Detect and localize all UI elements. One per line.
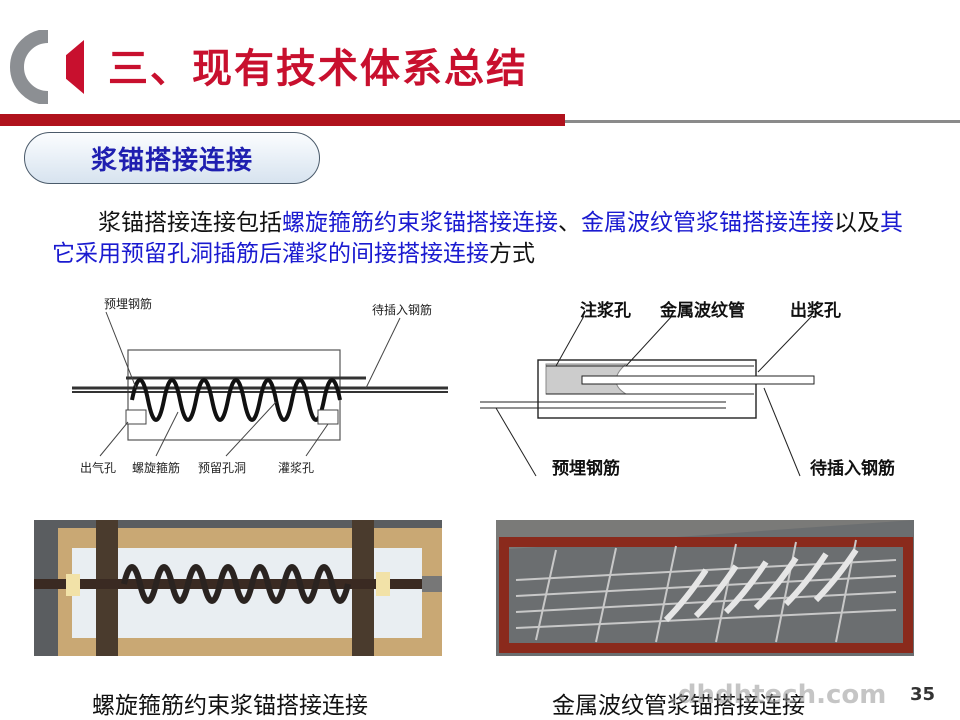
label-embedded-rebar: 预埋钢筋: [104, 296, 152, 311]
label-grout: 灌浆孔: [278, 460, 314, 475]
label-duct: 金属波纹管: [659, 300, 745, 321]
title-rule-red: [0, 114, 565, 126]
para-highlight-other: 其它采用预留孔洞插筋后灌浆的间接搭接连接: [52, 210, 903, 267]
leader-hole: [225, 401, 277, 457]
leader-insert: [365, 317, 401, 389]
label-embedded: 预埋钢筋: [552, 458, 620, 479]
label-insert-rebar: 待插入钢筋: [372, 302, 432, 317]
corrugated-duct-photo: [496, 520, 914, 656]
leader-spiral: [155, 411, 179, 457]
para-highlight-duct: 金属波纹管浆锚搭接连接: [581, 210, 834, 236]
label-hole: 预留孔洞: [198, 461, 246, 475]
para-text-2: 、: [558, 210, 581, 236]
spiral-stirrup: [130, 378, 342, 422]
label-outlet: 出浆孔: [790, 300, 841, 321]
spiral-stirrup-diagram: 预埋钢筋 待插入钢筋 出气孔 螺旋箍筋 预留孔洞 灌浆孔: [72, 296, 448, 475]
watermark: .dhdhtech.com: [668, 680, 887, 710]
label-spiral: 螺旋箍筋: [132, 460, 180, 475]
leader-inlet: [555, 315, 585, 367]
grout-hole: [317, 409, 339, 425]
caption-right: 金属波纹管浆锚搭接连接: [552, 693, 805, 719]
leader-grout: [305, 423, 329, 457]
leader-embedded: [105, 311, 137, 389]
para-text-1: 浆锚搭接连接包括: [98, 210, 282, 236]
label-inlet: 注浆孔: [580, 300, 631, 321]
leader-duct: [625, 315, 673, 367]
page-number: 35: [910, 684, 936, 705]
para-text-3: 以及: [834, 210, 880, 236]
para-highlight-spiral: 螺旋箍筋约束浆锚搭接连接: [282, 210, 558, 236]
caption-left: 螺旋箍筋约束浆锚搭接连接: [92, 693, 368, 719]
insert-rebar: [581, 375, 815, 385]
company-logo: [10, 30, 84, 104]
section-label: 浆锚搭接连接: [24, 132, 320, 184]
spiral-stirrup-photo: [34, 520, 442, 656]
leader-vent: [99, 421, 129, 457]
slide-title: 三、现有技术体系总结: [108, 46, 528, 92]
label-vent: 出气孔: [80, 460, 116, 475]
corrugated-duct-diagram: 注浆孔 金属波纹管 出浆孔 预埋钢筋 待插入钢筋: [480, 300, 895, 479]
vent-hole: [125, 409, 147, 425]
para-text-4: 方式: [489, 241, 535, 267]
leader-insert: [763, 387, 801, 477]
label-insert: 待插入钢筋: [810, 458, 895, 479]
description-paragraph: 浆锚搭接连接包括螺旋箍筋约束浆锚搭接连接、金属波纹管浆锚搭接连接以及其它采用预留…: [52, 208, 912, 270]
section-label-text: 浆锚搭接连接: [90, 145, 253, 176]
leader-outlet: [757, 315, 813, 373]
leader-embedded: [495, 407, 537, 477]
